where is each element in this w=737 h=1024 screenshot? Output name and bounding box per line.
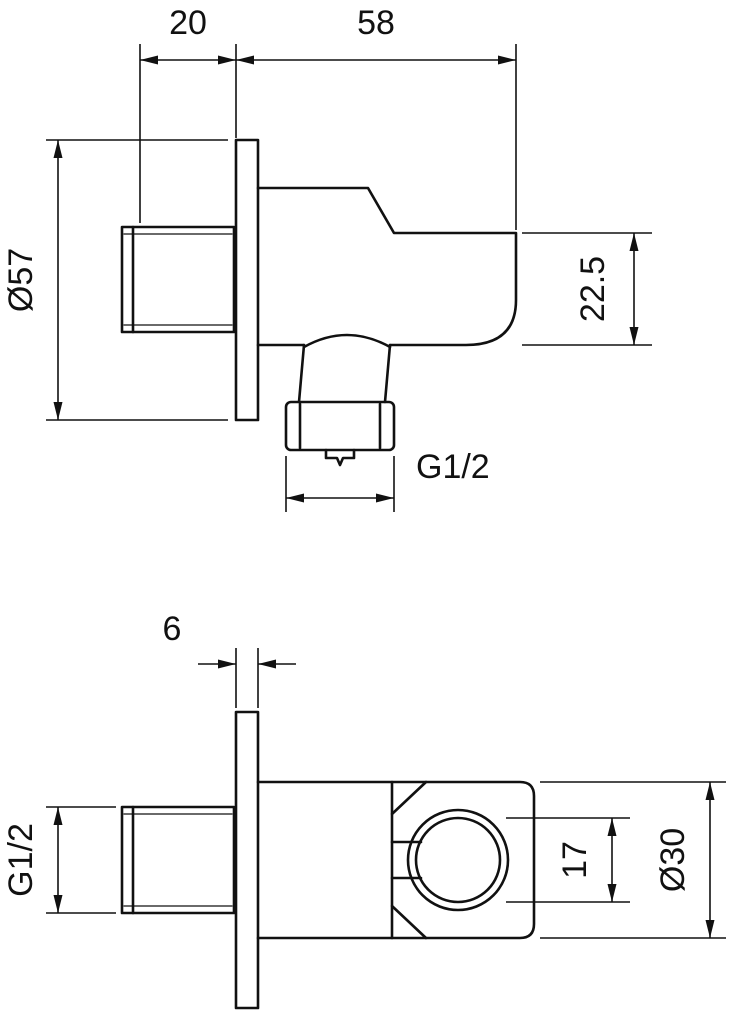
bottom-wall-plate (234, 710, 260, 1010)
dim-label-6: 6 (163, 610, 182, 648)
dim-plate-diameter: Ø57 (2, 139, 228, 421)
dim-label-g12-inlet: G1/2 (2, 823, 40, 897)
elbow-fillet-arc (302, 333, 392, 349)
bottom-view: 6 G1/2 17 Ø30 (2, 610, 726, 1010)
dim-label-58: 58 (357, 4, 395, 42)
dim-projection: 58 (236, 4, 517, 230)
side-inlet-nipple (120, 225, 236, 334)
side-outlet-elbow (284, 333, 396, 467)
dim-label-dia30: Ø30 (654, 828, 692, 892)
outlet-nut (284, 400, 396, 452)
nipple-outline-bottom (120, 805, 236, 915)
dim-label-g12-outlet: G1/2 (416, 448, 490, 486)
dim-label-17: 17 (556, 841, 594, 879)
nipple-outline (120, 225, 236, 334)
bracket-chamfer-bottom (390, 904, 428, 940)
dim-plate-thickness: 6 (163, 610, 296, 708)
dim-holder-diameter: Ø30 (540, 781, 726, 939)
dim-inlet-thread: G1/2 (2, 806, 116, 914)
holder-outer-circle (406, 808, 510, 912)
dim-cradle-width: 17 (506, 817, 630, 903)
outlet-tip (324, 448, 356, 467)
dim-holder-height: 22.5 (522, 232, 652, 346)
bracket-chamfer-top (390, 780, 428, 816)
elbow-left-edge (297, 343, 306, 404)
dim-label-dia57: Ø57 (2, 248, 40, 312)
side-body-outline (256, 186, 518, 347)
side-wall-plate (234, 138, 260, 422)
side-view: 20 58 Ø57 22.5 (2, 4, 652, 512)
dim-outlet-thread: G1/2 (285, 448, 490, 512)
bottom-body-outline (256, 780, 536, 940)
elbow-right-edge (383, 343, 392, 404)
dim-wall-offset: 20 (139, 4, 237, 223)
dim-label-20: 20 (169, 4, 207, 42)
bottom-body (256, 780, 536, 940)
bottom-inlet-nipple (120, 805, 236, 915)
dim-label-22-5: 22.5 (574, 256, 612, 322)
holder-inner-circle (414, 816, 502, 904)
